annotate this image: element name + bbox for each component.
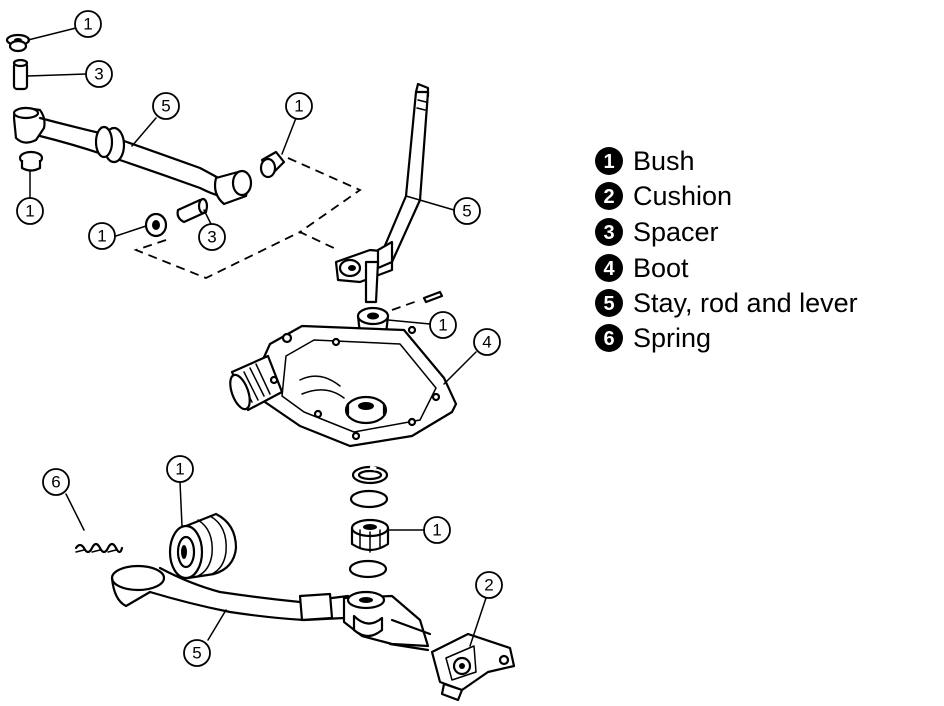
legend-item-1-text: Bush <box>633 146 695 176</box>
ring-part <box>349 489 389 509</box>
callout-6-label: 1 <box>97 227 106 246</box>
callout-11: 6 <box>42 468 70 496</box>
bush-under-arm-part <box>18 150 44 172</box>
legend-item-6: 6 Spring <box>595 323 711 353</box>
callout-10: 4 <box>473 328 501 356</box>
callout-4: 5 <box>152 92 180 120</box>
callout-2: 3 <box>85 60 113 88</box>
callout-14-label: 2 <box>484 576 493 595</box>
shift-lever-assembly <box>334 82 444 311</box>
legend-item-1: 1 Bush <box>595 146 695 176</box>
callout-9: 1 <box>429 311 457 339</box>
legend-item-5-number: 5 <box>603 293 614 315</box>
legend-item-2-number: 2 <box>603 186 614 208</box>
callout-3-label: 1 <box>25 202 34 221</box>
callout-5-label: 1 <box>294 97 303 116</box>
large-bush-part <box>168 512 238 580</box>
callout-13: 1 <box>423 516 451 544</box>
callout-3: 1 <box>16 197 44 225</box>
legend-item-3: 3 Spacer <box>595 217 719 247</box>
spring-part <box>74 542 124 554</box>
legend-item-2: 2 Cushion <box>595 181 732 211</box>
lower-lever-part <box>110 564 432 652</box>
callout-1: 1 <box>74 10 102 38</box>
snap-ring-part <box>351 465 389 485</box>
legend-item-4-text: Boot <box>633 253 689 283</box>
lower-bush-part <box>350 518 390 553</box>
callout-9-label: 1 <box>438 316 447 335</box>
legend-item-6-text: Spring <box>633 323 711 353</box>
legend-item-2-text: Cushion <box>633 181 732 211</box>
callout-12: 1 <box>166 455 194 483</box>
legend-item-5-text: Stay, rod and lever <box>633 288 858 318</box>
callout-6: 1 <box>88 222 116 250</box>
small-spacer-part <box>176 197 209 224</box>
callout-4-label: 5 <box>161 97 170 116</box>
legend-item-1-number: 1 <box>603 151 614 173</box>
callout-8-label: 5 <box>462 202 471 221</box>
callout-1-label: 1 <box>83 15 92 34</box>
ring-lower-part <box>348 559 388 579</box>
top-stay-assembly <box>5 33 362 279</box>
callout-10-label: 4 <box>482 333 491 352</box>
bush-right-part <box>259 150 286 179</box>
callout-15: 5 <box>183 639 211 667</box>
callout-2-label: 3 <box>94 65 103 84</box>
callout-7: 3 <box>198 223 226 251</box>
stay-arm-part <box>12 106 253 206</box>
bush-top-left-part <box>5 33 31 53</box>
leader-lines <box>27 27 487 647</box>
cushion-bracket-part <box>430 632 516 702</box>
callout-12-label: 1 <box>175 460 184 479</box>
legend-item-3-text: Spacer <box>633 217 719 247</box>
legend-item-6-number: 6 <box>603 328 614 350</box>
spacer-pin-part <box>12 58 29 91</box>
callout-7-label: 3 <box>207 228 216 247</box>
callout-8: 5 <box>453 197 481 225</box>
callout-13-label: 1 <box>432 521 441 540</box>
small-bush-part <box>144 212 168 238</box>
legend-item-4-number: 4 <box>603 258 615 280</box>
legend-item-4: 4 Boot <box>595 253 689 283</box>
callout-11-label: 6 <box>51 473 60 492</box>
legend-item-5: 5 Stay, rod and lever <box>595 288 858 318</box>
callout-15-label: 5 <box>192 644 201 663</box>
callout-14: 2 <box>475 571 503 599</box>
callout-5: 1 <box>285 92 313 120</box>
legend: 1 Bush 2 Cushion 3 Spacer 4 Boot 5 Stay,… <box>595 146 858 353</box>
boot-part <box>229 324 458 448</box>
legend-item-3-number: 3 <box>603 222 614 244</box>
